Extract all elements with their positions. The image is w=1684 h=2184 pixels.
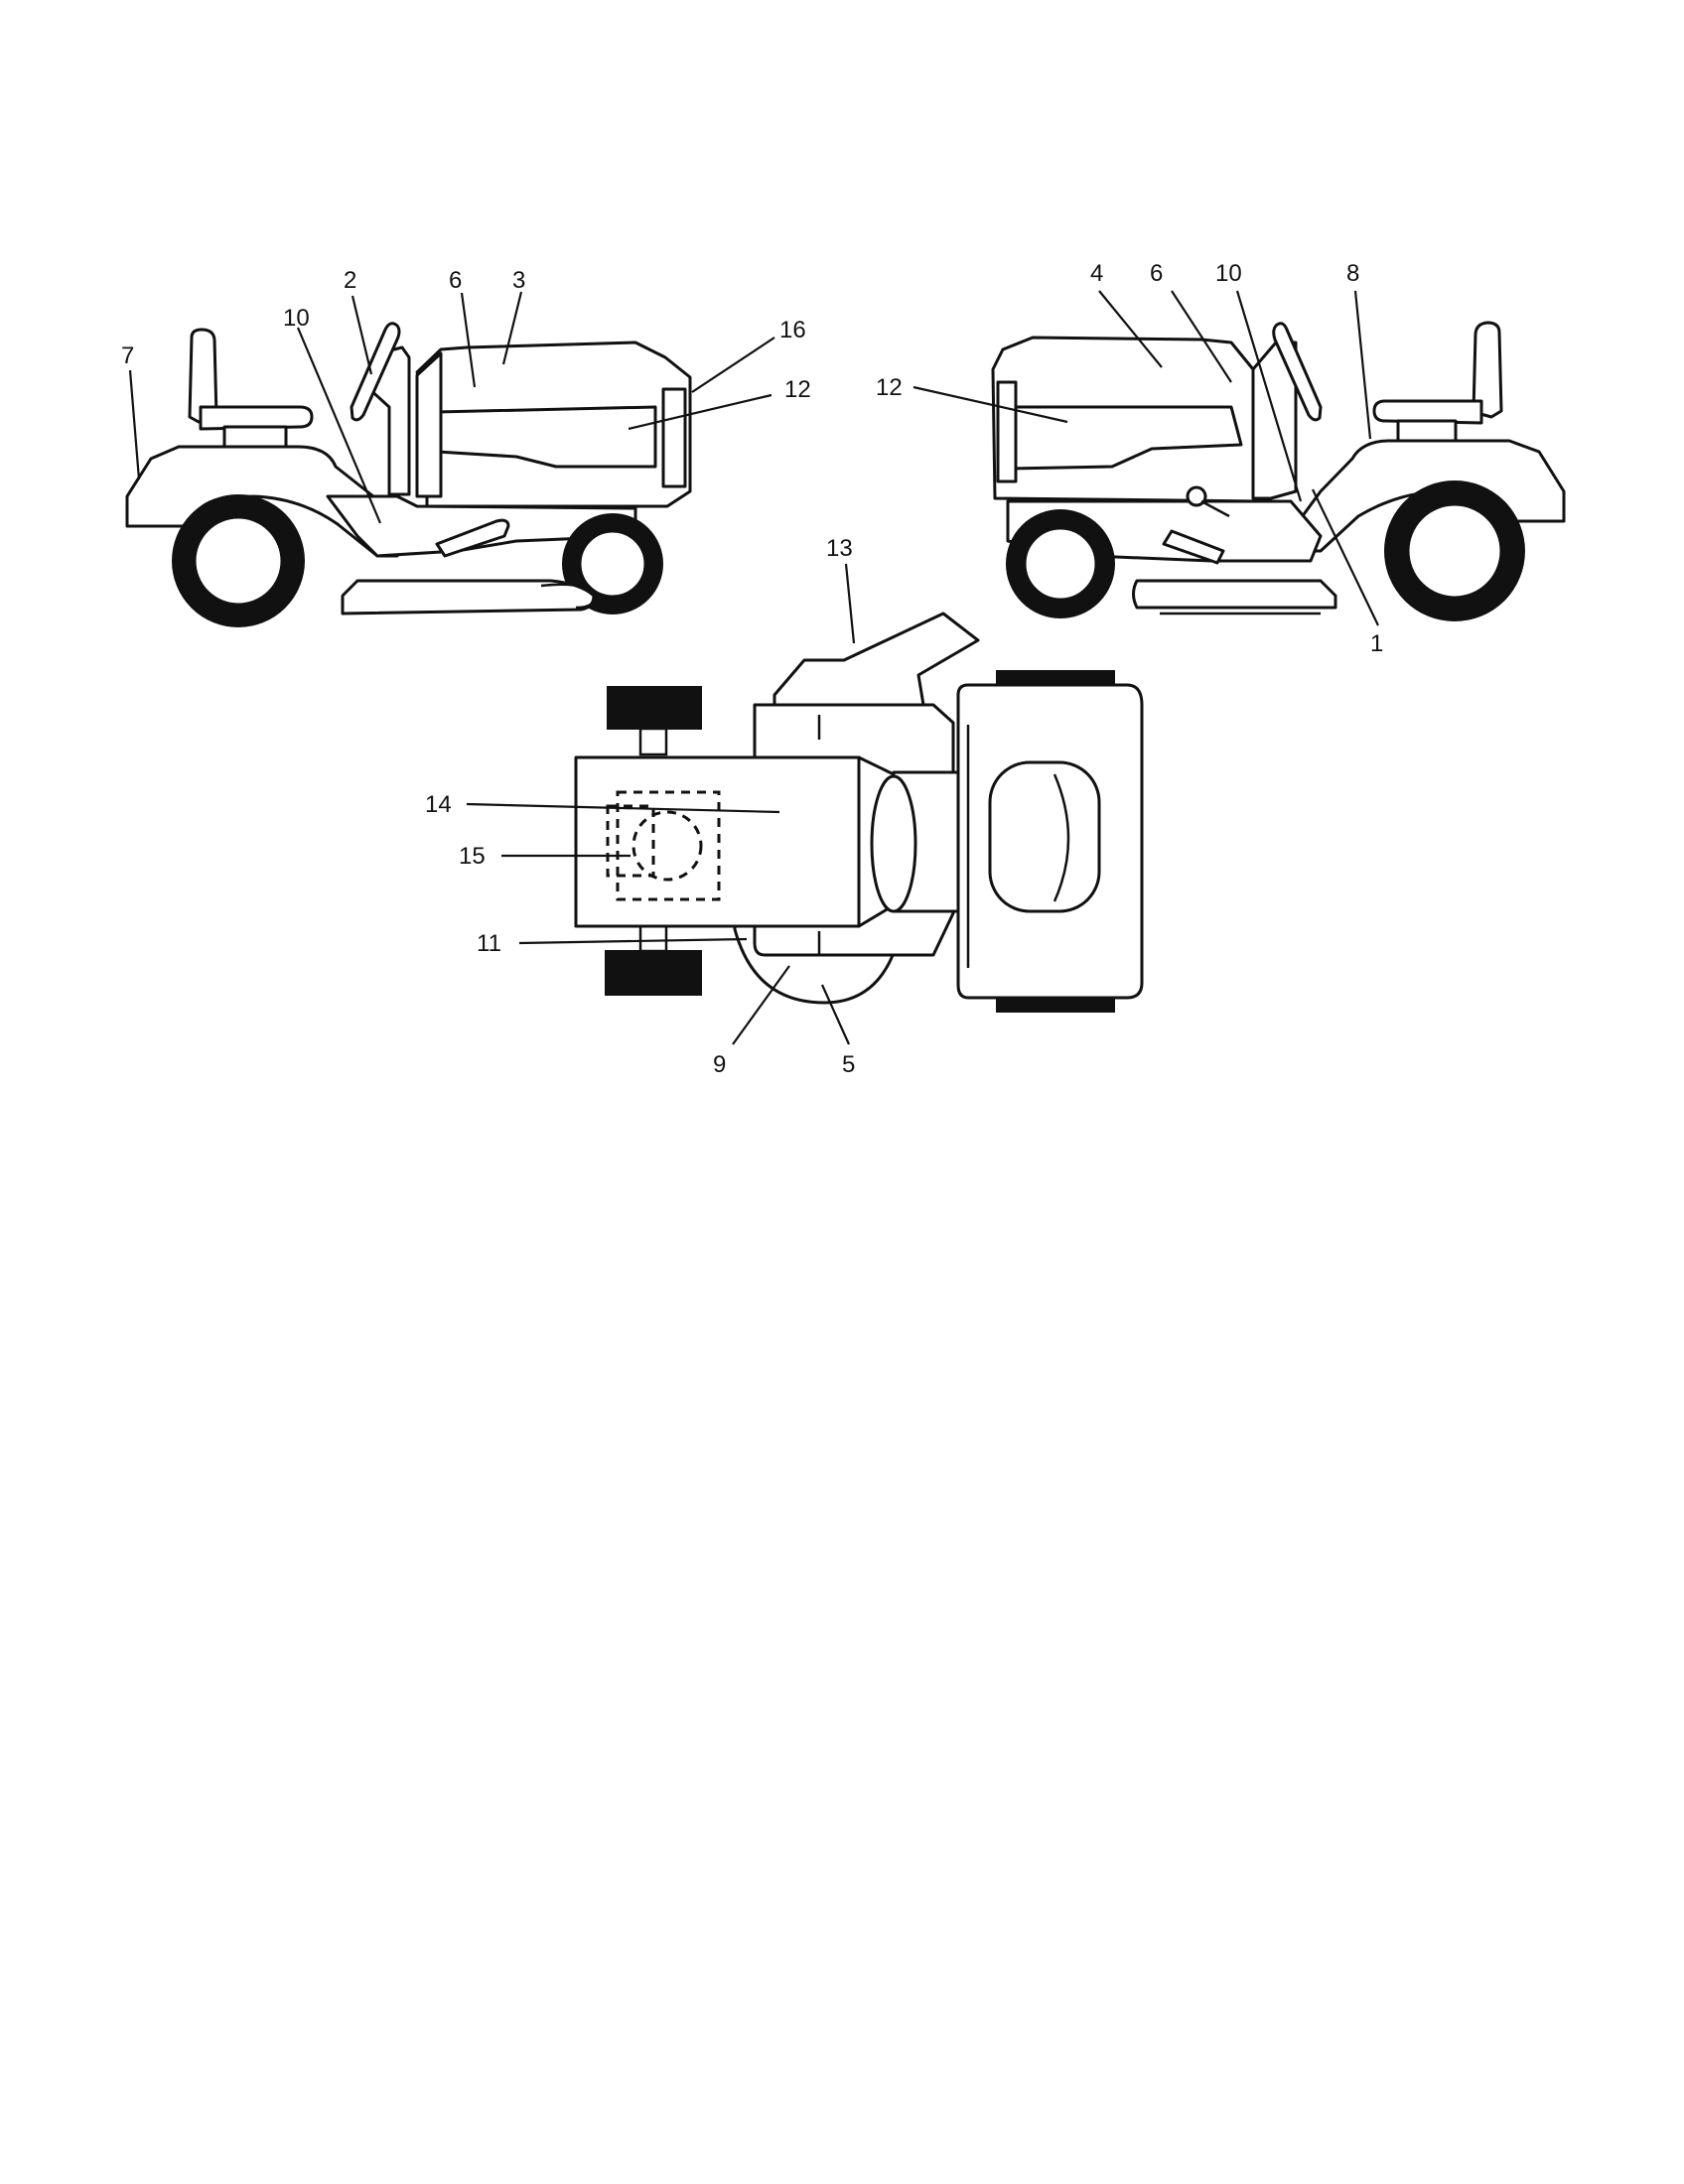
rear-tire-top	[996, 670, 1115, 686]
rear-wheel-rim	[1406, 502, 1503, 600]
callout-1: 1	[1370, 630, 1383, 657]
callout-12-right: 12	[876, 374, 903, 401]
deck-chute	[540, 583, 596, 610]
front-tire-top	[607, 686, 702, 730]
leader-16	[691, 337, 775, 393]
callout-11: 11	[477, 930, 501, 957]
leader-1	[1312, 488, 1379, 626]
callout-14: 14	[425, 791, 452, 818]
callout-2: 2	[344, 267, 356, 294]
seat-back-top	[1052, 773, 1070, 902]
steering-wheel	[350, 322, 401, 422]
seat-cushion	[1372, 399, 1483, 425]
leader-11	[518, 937, 748, 945]
callout-7: 7	[121, 342, 134, 369]
leader-13	[844, 563, 856, 644]
leader-4	[1098, 290, 1163, 368]
callout-10-right: 10	[1215, 260, 1242, 287]
leader-10-left	[296, 327, 382, 524]
seat-base	[222, 425, 288, 449]
rear-tire-bottom	[996, 997, 1115, 1013]
callout-8: 8	[1346, 260, 1359, 287]
engine-outline-inner	[606, 804, 655, 878]
front-tire-bottom	[605, 950, 702, 996]
grille	[661, 387, 687, 488]
leader-14	[466, 802, 780, 814]
seat-base	[1396, 419, 1458, 443]
callout-4: 4	[1090, 260, 1103, 287]
grille	[996, 380, 1018, 483]
steering-hub-top	[870, 774, 917, 913]
top-view	[574, 612, 1144, 1013]
leader-2	[351, 295, 373, 375]
callout-13: 13	[826, 535, 853, 562]
front-axle-top	[638, 727, 668, 756]
seat-cushion	[199, 405, 314, 431]
pedal	[435, 518, 510, 558]
callout-12-left: 12	[784, 376, 811, 403]
pedal-rod	[1200, 499, 1230, 518]
engine-outline-outer	[616, 790, 721, 901]
callout-6-right: 6	[1150, 260, 1163, 287]
leader-12-left	[628, 393, 772, 431]
leader-6-left	[460, 292, 477, 388]
front-wheel-rim	[1023, 526, 1098, 602]
steering-wheel	[1272, 322, 1323, 422]
callout-10-left: 10	[283, 305, 310, 332]
leader-lines	[128, 290, 1379, 1045]
seat-back	[188, 328, 218, 424]
leader-10-right	[1235, 290, 1303, 502]
leader-6-right	[1171, 290, 1232, 383]
callout-6-left: 6	[449, 267, 462, 294]
right-side-view	[991, 321, 1566, 621]
callout-16: 16	[779, 317, 806, 343]
callout-5: 5	[842, 1051, 855, 1078]
engine-outline-circle	[632, 810, 703, 882]
pedal	[1162, 529, 1225, 565]
callout-3: 3	[512, 267, 525, 294]
front-wheel-rim	[578, 529, 647, 599]
leader-3	[501, 291, 523, 365]
seat-top	[988, 760, 1101, 913]
callout-9: 9	[713, 1051, 726, 1078]
mower-deck	[1132, 579, 1337, 610]
callout-labels: 7 2 10 6 3 16 12 12 4 6 10 8 1 13 14 15 …	[121, 260, 1383, 1078]
dash-console	[415, 351, 443, 498]
leader-12-right	[912, 385, 1068, 424]
left-side-view	[125, 322, 692, 627]
seat-back	[1472, 321, 1503, 419]
leader-9	[732, 965, 790, 1045]
callout-15: 15	[459, 843, 486, 870]
pedal-knob	[1186, 485, 1207, 507]
rear-wheel-rim	[193, 515, 284, 607]
leader-8	[1353, 290, 1372, 440]
leader-7	[128, 369, 141, 480]
leader-5	[820, 984, 851, 1045]
